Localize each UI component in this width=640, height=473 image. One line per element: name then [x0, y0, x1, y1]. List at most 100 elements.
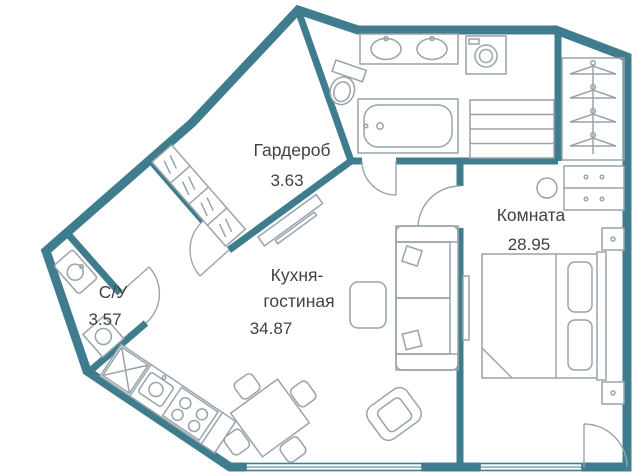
- label-wardrobe-name: Гардероб: [254, 140, 331, 160]
- wardrobe-divider: [169, 165, 228, 226]
- bathtub-icon: [357, 98, 459, 154]
- label-kitchen-name-line2: гостиная: [263, 291, 334, 311]
- tv-stand-icon: [256, 193, 324, 247]
- bed-pillow: [567, 319, 593, 371]
- dining-chair: [279, 436, 307, 463]
- label-room-name: Комната: [497, 205, 566, 225]
- burner: [179, 396, 192, 410]
- coffee-table-icon: [349, 281, 387, 329]
- closet-outline: [561, 57, 625, 161]
- sink-basin: [370, 37, 402, 61]
- dresser-knob: [599, 174, 605, 180]
- fridge-diagonal: [102, 347, 149, 394]
- bathtub-faucet: [363, 123, 369, 129]
- wardrobe-cells-icon: [150, 143, 247, 248]
- toilet-icon: [329, 59, 368, 106]
- door-arc: [145, 266, 161, 324]
- counter-divider: [200, 412, 224, 445]
- door-arc: [583, 423, 628, 468]
- outer-wall: [40, 4, 632, 472]
- wall-wardrobe-bathroom: [295, 11, 355, 163]
- bed-icon: [481, 251, 607, 381]
- washing-machine-drum-inner: [478, 48, 494, 64]
- label-su-name: С/У: [99, 282, 129, 302]
- label-kitchen-name-line1: Кухня-: [271, 265, 324, 285]
- tv-screen: [274, 211, 318, 245]
- sofa-icon: [395, 225, 459, 371]
- fridge-icon: [101, 346, 150, 395]
- dresser-knob: [599, 196, 605, 202]
- wall-su-top: [64, 230, 123, 296]
- door-leaf: [119, 266, 150, 294]
- armchair-frame: [366, 386, 422, 442]
- stove-body: [161, 386, 220, 442]
- dresser-knob: [583, 174, 589, 180]
- door-leaf: [199, 249, 230, 277]
- window-bedroom: [479, 461, 583, 473]
- dresser-icon: [563, 165, 625, 211]
- wall-su-right: [87, 320, 149, 374]
- bathroom-sink-icon: [54, 249, 98, 294]
- dining-chair: [289, 380, 317, 408]
- dining-chair: [223, 428, 251, 456]
- tv-icon: [462, 275, 470, 341]
- hanger-hook: [589, 83, 597, 91]
- bathtub-drain: [376, 122, 384, 130]
- kitchen-faucet: [161, 374, 167, 381]
- label-room-area: 28.95: [508, 235, 551, 254]
- sofa-pillow: [400, 244, 424, 268]
- double-sink-icon: [359, 33, 459, 65]
- door-arc: [361, 160, 397, 196]
- washing-machine-icon: [465, 35, 507, 75]
- bed-headboard: [596, 251, 607, 381]
- window-kitchen: [245, 461, 423, 473]
- kitchen-counter-icon: [98, 343, 237, 455]
- dining-chair: [233, 373, 261, 400]
- room-labels: Гардероб 3.63 Комната 28.95 Кухня- гости…: [88, 140, 565, 338]
- kitchen-sink-icon: [138, 372, 174, 407]
- kitchen-sink-bowl: [148, 381, 164, 398]
- armchair-icon: [366, 386, 422, 442]
- burner: [171, 408, 184, 422]
- burner: [195, 408, 209, 421]
- fridge-body: [101, 346, 150, 395]
- bathtub-rim: [357, 98, 459, 154]
- walls: [40, 4, 632, 472]
- nightstand-knob: [610, 390, 616, 396]
- washing-machine-body: [465, 35, 507, 75]
- sink-counter: [359, 33, 459, 65]
- dining-table-top: [229, 378, 311, 458]
- tv-console: [256, 193, 324, 247]
- nightstand-top: [601, 227, 625, 251]
- door-balcony: [583, 423, 628, 468]
- dining-table-icon: [223, 373, 317, 463]
- label-wardrobe-area: 3.63: [270, 171, 303, 190]
- wardrobe-clothes: [163, 155, 233, 238]
- label-kitchen-area: 34.87: [250, 319, 293, 338]
- hanger-hook: [589, 131, 597, 139]
- su-washer-drum: [94, 327, 113, 346]
- sink-basin: [416, 37, 448, 61]
- burner: [187, 419, 201, 433]
- shelf-unit-icon: [469, 99, 555, 159]
- hangers-icon: [561, 57, 625, 161]
- bed-blanket-fold: [481, 347, 513, 379]
- nightstand-bottom: [601, 381, 625, 405]
- washer-su-icon: [81, 314, 125, 359]
- nightstand-icon: [601, 227, 625, 405]
- armchair-seat: [376, 397, 413, 433]
- su-faucet: [79, 264, 85, 270]
- washing-machine-drum: [474, 44, 498, 68]
- door-wardrobe: [189, 220, 230, 277]
- su-sink-counter: [54, 249, 98, 294]
- hanger-hook: [589, 59, 597, 67]
- hanger-hook: [589, 107, 597, 115]
- toilet-tank: [331, 59, 368, 83]
- nightstand-knob: [610, 236, 616, 242]
- bed-pillow: [567, 261, 593, 313]
- faucet: [429, 35, 435, 42]
- sofa-pillow: [401, 329, 423, 351]
- counter-divider: [129, 364, 152, 397]
